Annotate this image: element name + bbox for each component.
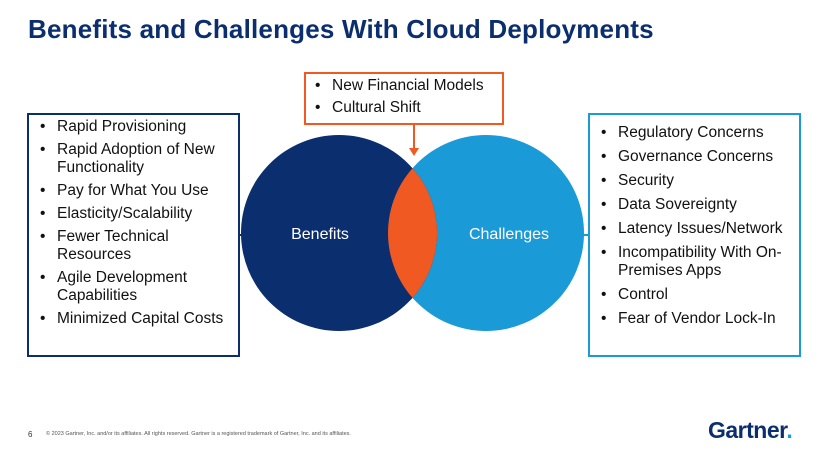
benefits-circle (241, 135, 437, 331)
challenges-circle (388, 135, 584, 331)
benefit-item: Pay for What You Use (32, 182, 234, 200)
challenge-item: Regulatory Concerns (593, 124, 795, 142)
overlap-list: New Financial Models Cultural Shift (307, 77, 496, 117)
logo-text: Gartner (708, 417, 787, 443)
benefit-item: Rapid Adoption of New Functionality (32, 141, 234, 177)
challenge-item: Governance Concerns (593, 148, 795, 166)
challenge-item: Latency Issues/Network (593, 220, 795, 238)
benefits-label: Benefits (291, 226, 349, 243)
benefit-item: Minimized Capital Costs (32, 310, 234, 328)
challenge-item: Data Sovereignty (593, 196, 795, 214)
copyright-notice: © 2023 Gartner, Inc. and/or its affiliat… (46, 431, 351, 437)
challenge-item: Fear of Vendor Lock-In (593, 310, 795, 328)
benefit-item: Rapid Provisioning (32, 118, 234, 136)
logo-dot: . (786, 417, 793, 443)
challenge-item: Incompatibility With On-Premises Apps (593, 244, 795, 280)
benefit-item: Elasticity/Scalability (32, 205, 234, 223)
overlap-item: New Financial Models (307, 77, 496, 95)
overlap-list-box: New Financial Models Cultural Shift (304, 72, 504, 125)
challenges-list-box: Regulatory Concerns Governance Concerns … (588, 113, 801, 357)
challenges-list: Regulatory Concerns Governance Concerns … (593, 124, 795, 328)
gartner-logo: Gartner. (708, 417, 793, 444)
slide-title: Benefits and Challenges With Cloud Deplo… (28, 14, 654, 44)
overlap-arrowhead (409, 148, 419, 156)
overlap-item: Cultural Shift (307, 99, 496, 117)
benefits-list-box: Rapid Provisioning Rapid Adoption of New… (27, 113, 240, 357)
challenge-item: Control (593, 286, 795, 304)
page-number: 6 (28, 430, 33, 439)
challenges-label: Challenges (469, 226, 549, 243)
challenge-item: Security (593, 172, 795, 190)
benefit-item: Agile Development Capabilities (32, 269, 234, 305)
benefit-item: Fewer Technical Resources (32, 228, 234, 264)
benefits-list: Rapid Provisioning Rapid Adoption of New… (32, 118, 234, 328)
